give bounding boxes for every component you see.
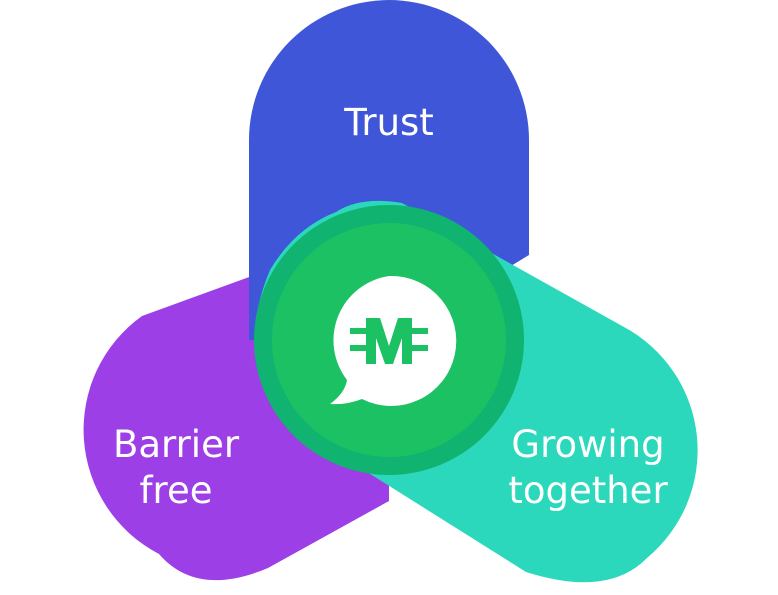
speech-bubble-m-logo-icon	[330, 275, 457, 406]
label-growing-together-line1: Growing	[511, 423, 664, 466]
label-barrier-free-line2: free	[140, 469, 213, 512]
label-growing-together: Growing together	[508, 423, 668, 512]
label-barrier-free: Barrier free	[113, 423, 240, 512]
label-barrier-free-line1: Barrier	[113, 423, 240, 466]
label-growing-together-line2: together	[508, 469, 668, 512]
label-trust: Trust	[343, 101, 434, 144]
m-letter-icon	[350, 318, 428, 364]
